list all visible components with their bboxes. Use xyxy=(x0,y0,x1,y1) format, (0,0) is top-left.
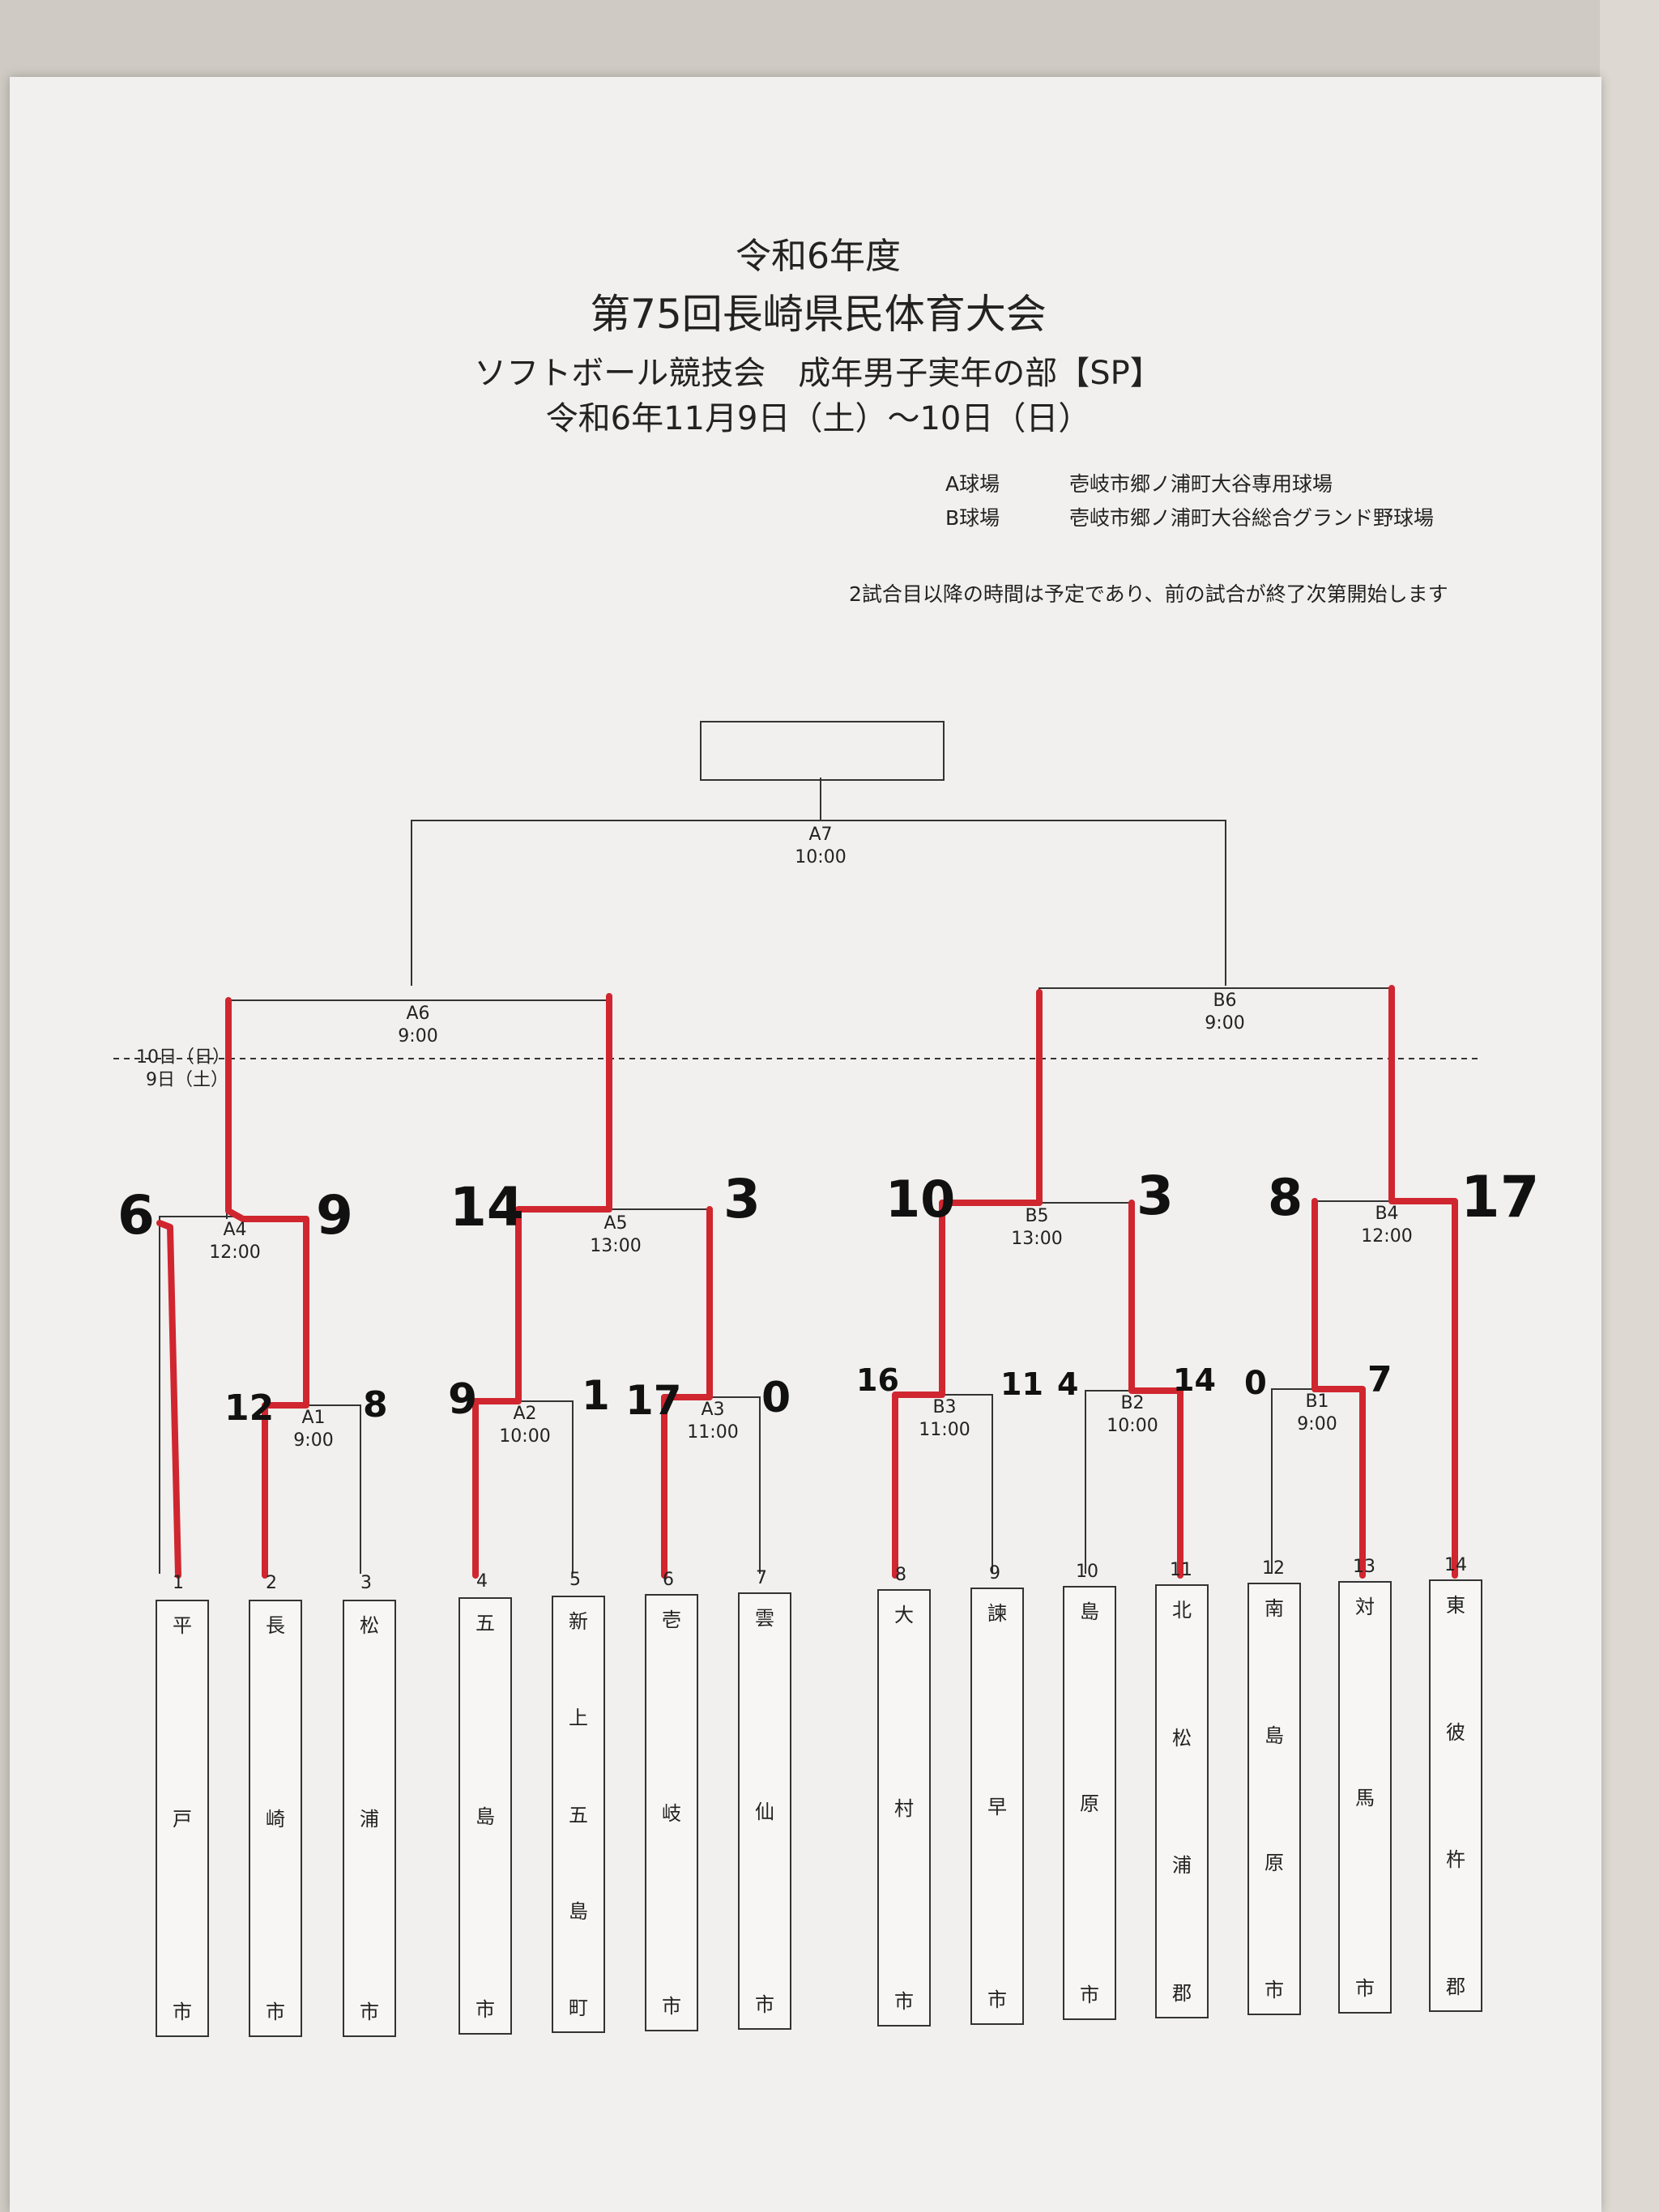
score-a1-right: 8 xyxy=(363,1384,388,1426)
score-b4-left: 8 xyxy=(1268,1168,1303,1227)
team-number-6: 6 xyxy=(663,1570,674,1590)
score-a4-right: 9 xyxy=(316,1184,353,1247)
score-a5-right: 3 xyxy=(723,1168,761,1230)
score-a3-left: 17 xyxy=(625,1377,682,1424)
schedule-note: 2試合目以降の時間は予定であり、前の試合が終了次第開始します xyxy=(849,582,1448,606)
team-number-5: 5 xyxy=(569,1570,581,1590)
team-box-8: 大村市 xyxy=(877,1589,931,2027)
venue-a-name: 壱岐市郷ノ浦町大谷専用球場 xyxy=(1069,472,1333,496)
score-a5-left: 14 xyxy=(450,1176,524,1238)
score-a2-right: 1 xyxy=(582,1372,610,1419)
winner-path-team14 xyxy=(1388,985,1458,1579)
header-year: 令和6年度 xyxy=(736,236,901,277)
team-box-13: 対馬市 xyxy=(1338,1581,1392,2014)
team-box-4: 五島市 xyxy=(458,1597,512,2035)
score-b1-left: 0 xyxy=(1244,1365,1267,1402)
team-number-3: 3 xyxy=(360,1573,372,1593)
team-number-13: 13 xyxy=(1353,1557,1375,1577)
champion-box xyxy=(700,721,945,781)
team-number-8: 8 xyxy=(895,1565,906,1585)
team-number-10: 10 xyxy=(1076,1562,1098,1582)
score-b5-right: 3 xyxy=(1137,1165,1174,1227)
winner-path-team13 xyxy=(1311,1198,1366,1579)
team-box-10: 島原市 xyxy=(1063,1586,1116,2020)
team-box-3: 松浦市 xyxy=(343,1600,396,2037)
venue-b-name: 壱岐市郷ノ浦町大谷総合グランド野球場 xyxy=(1069,506,1435,530)
venue-b-code: B球場 xyxy=(945,506,1000,530)
winner-path-team11 xyxy=(1128,1200,1183,1579)
winner-path-a1-a4 xyxy=(225,997,309,1579)
team-number-12: 12 xyxy=(1262,1558,1285,1579)
venue-a-code: A球場 xyxy=(945,472,1000,496)
final-connector xyxy=(411,778,1226,986)
day9-label: 9日（土） xyxy=(146,1070,228,1090)
score-b2-left: 4 xyxy=(1057,1366,1079,1402)
header-title: 第75回長崎県民体育大会 xyxy=(590,291,1047,338)
team-box-9: 諫早市 xyxy=(970,1588,1024,2025)
team-box-14: 東彼杵郡 xyxy=(1429,1579,1482,2012)
score-a3-right: 0 xyxy=(761,1374,791,1422)
header-subtitle: ソフトボール競技会 成年男子実年の部【SP】 xyxy=(474,355,1162,392)
day10-label: 10日（日） xyxy=(136,1047,230,1068)
team-box-2: 長崎市 xyxy=(249,1600,302,2037)
winner-path-team1 xyxy=(156,1220,181,1579)
team-box-11: 北松浦郡 xyxy=(1155,1584,1209,2018)
header-dates: 令和6年11月9日（土）～10日（日） xyxy=(545,400,1091,437)
winner-path-team8 xyxy=(892,989,1043,1579)
team-box-1: 平戸市 xyxy=(156,1600,209,2037)
team-number-14: 14 xyxy=(1444,1555,1467,1575)
team-number-11: 11 xyxy=(1170,1560,1192,1580)
team-box-6: 壱岐市 xyxy=(645,1594,698,2031)
score-b5-left: 10 xyxy=(885,1170,956,1229)
team-number-7: 7 xyxy=(756,1568,767,1588)
score-b1-right: 7 xyxy=(1367,1359,1392,1400)
score-a2-left: 9 xyxy=(448,1375,478,1424)
team-box-7: 雲仙市 xyxy=(738,1592,791,2030)
team-number-9: 9 xyxy=(989,1563,1000,1583)
team-number-1: 1 xyxy=(173,1573,184,1593)
score-a1-left: 12 xyxy=(224,1387,275,1429)
winner-path-a3 xyxy=(661,1206,713,1579)
score-a4-left: 6 xyxy=(117,1184,155,1247)
score-b4-right: 17 xyxy=(1461,1164,1540,1230)
score-b2-right: 14 xyxy=(1173,1362,1216,1398)
winner-path-team4 xyxy=(472,993,612,1579)
score-b3-right: 11 xyxy=(1000,1366,1043,1402)
team-number-2: 2 xyxy=(266,1573,277,1593)
score-b3-left: 16 xyxy=(856,1362,899,1398)
wall-background xyxy=(1600,0,1659,2212)
team-box-5: 新上五島町 xyxy=(552,1596,605,2033)
team-number-4: 4 xyxy=(476,1571,488,1592)
team-box-12: 南島原市 xyxy=(1247,1583,1301,2015)
